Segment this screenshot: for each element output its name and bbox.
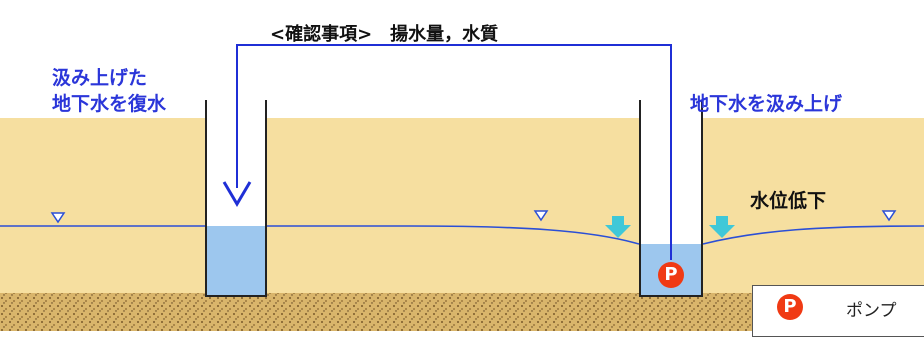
water-table-triangle-icon bbox=[50, 212, 66, 224]
confirm-items-label: <確認事項> 揚水量，水質 bbox=[270, 24, 499, 45]
pumping-label: 地下水を汲み上げ bbox=[690, 93, 843, 115]
transfer-arrow bbox=[236, 44, 672, 260]
water-table-line bbox=[0, 225, 924, 245]
legend-pump-label: ポンプ bbox=[846, 301, 897, 321]
recharge-well-water bbox=[207, 226, 265, 296]
water-table-triangle-icon bbox=[533, 210, 549, 222]
sand-layer bbox=[0, 118, 924, 293]
seepage-arrow-icon bbox=[709, 216, 735, 238]
water-table-triangle-icon bbox=[881, 210, 897, 222]
recharge-label-line1: 汲み上げた bbox=[52, 67, 148, 89]
water-drop-label: 水位低下 bbox=[750, 190, 827, 212]
down-arrow-icon bbox=[222, 181, 252, 207]
legend: P ポンプ bbox=[752, 285, 924, 337]
seepage-arrow-icon bbox=[605, 216, 631, 238]
pump-icon: P bbox=[658, 262, 684, 288]
recharge-label-line2: 地下水を復水 bbox=[52, 93, 167, 115]
legend-pump-icon: P bbox=[777, 294, 803, 320]
recharge-well bbox=[205, 100, 267, 297]
